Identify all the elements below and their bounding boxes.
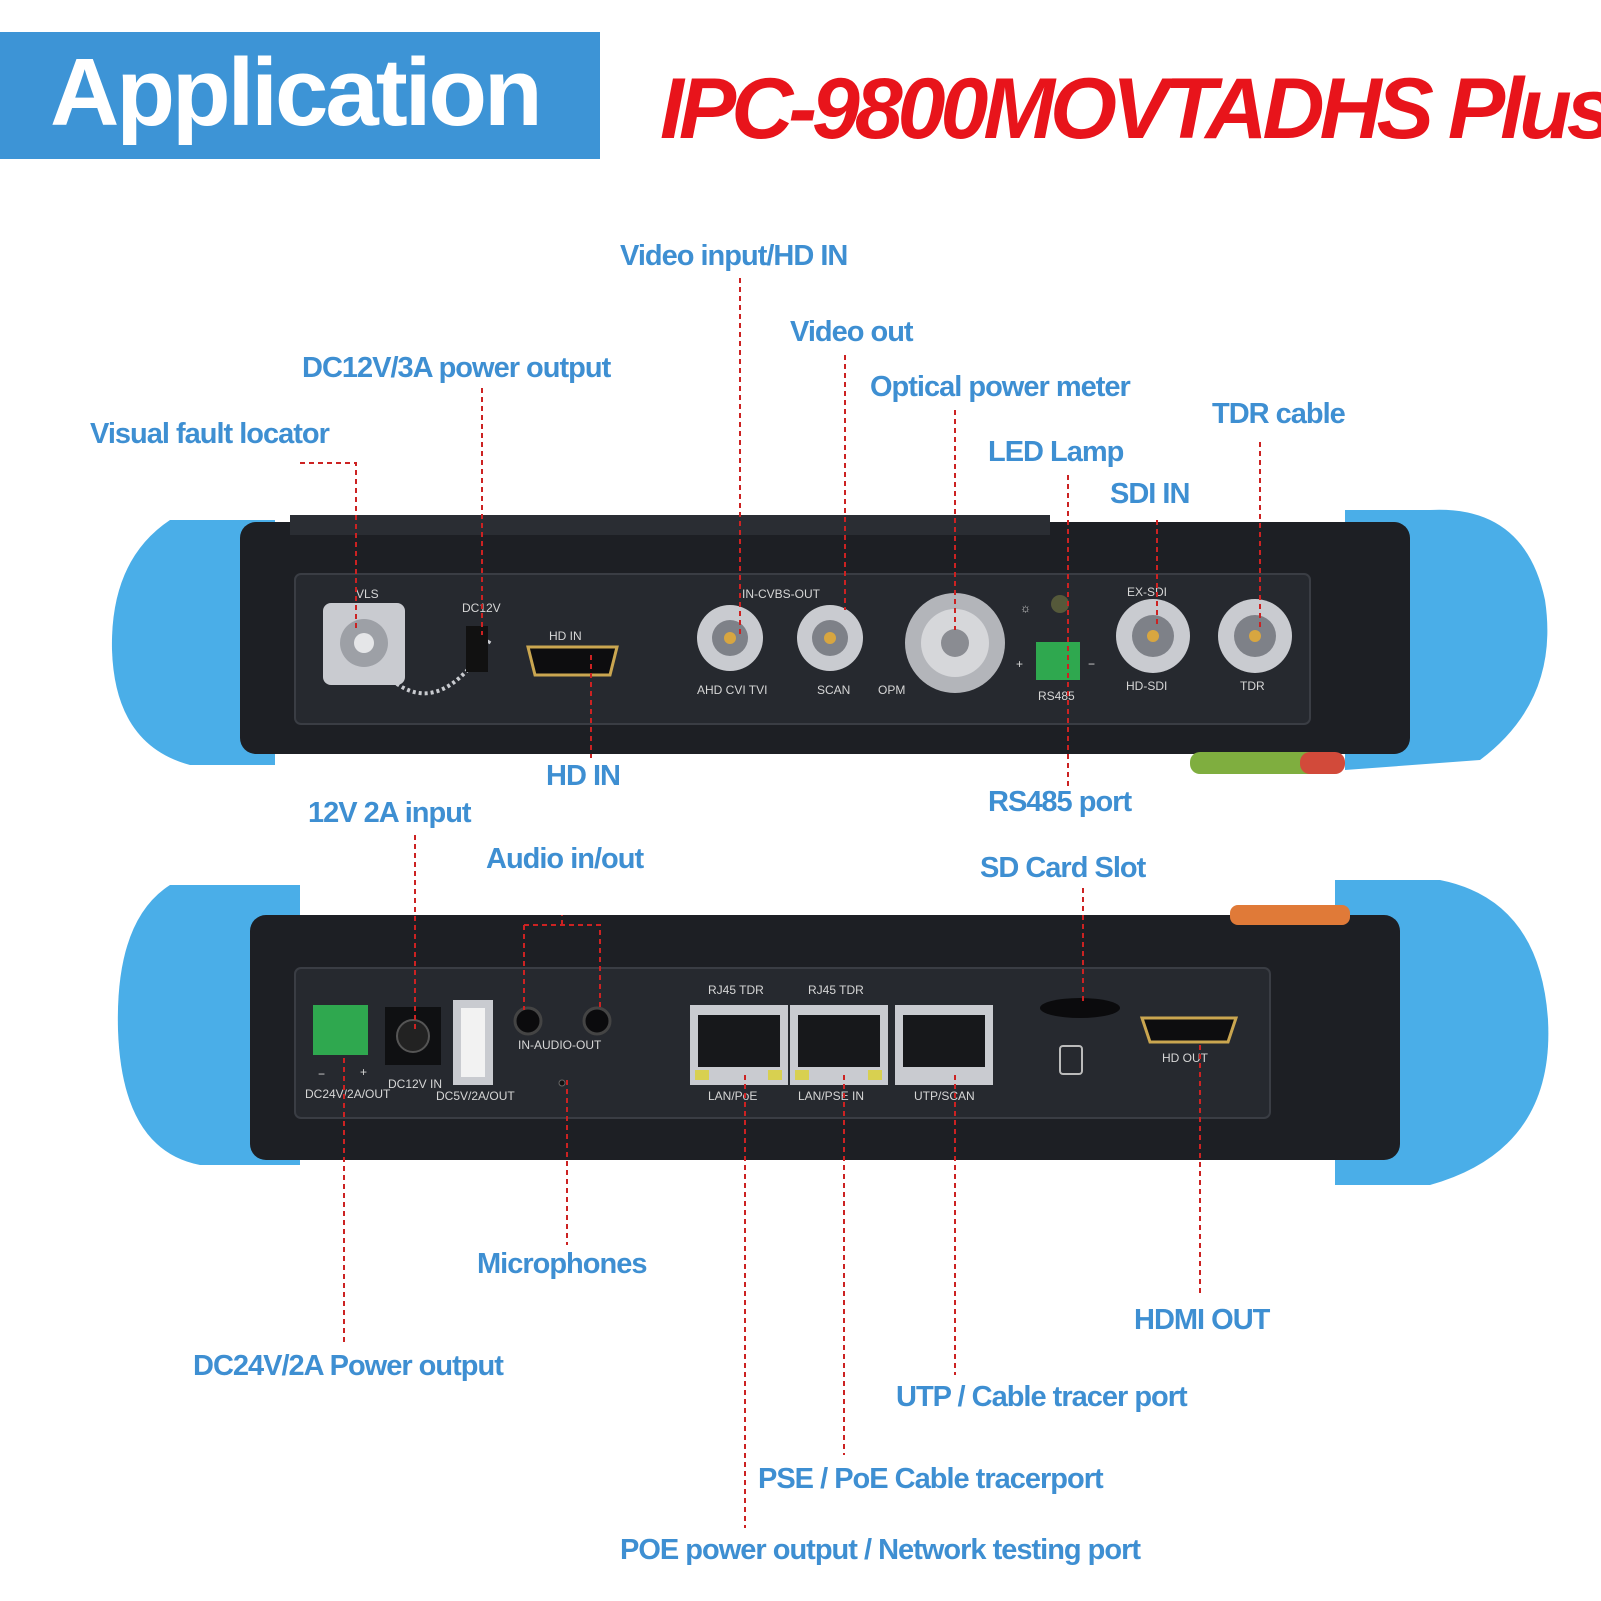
header-title: Application [50, 39, 543, 146]
print-plus: + [1016, 657, 1023, 671]
rj45-lan-poe-icon [690, 1005, 788, 1085]
rs485-terminal-icon [1036, 642, 1080, 680]
label-optical-power: Optical power meter [870, 371, 1131, 403]
label-dc12-output: DC12V/3A power output [302, 352, 611, 384]
print-vls: VLS [356, 587, 379, 601]
label-microphones: Microphones [477, 1248, 647, 1280]
label-12v-input: 12V 2A input [308, 797, 472, 829]
label-poe-network: POE power output / Network testing port [620, 1534, 1141, 1566]
tdr-port-icon [1218, 599, 1292, 673]
microphone-icon [558, 1079, 566, 1087]
label-video-out: Video out [790, 316, 914, 348]
print-hdout: HD OUT [1162, 1051, 1209, 1065]
hd-in-port-icon [526, 645, 619, 677]
audio-in-jack-icon [513, 1006, 543, 1036]
print-lanpoe: LAN/PoE [708, 1089, 757, 1103]
print-plus-b: + [360, 1065, 367, 1079]
rj45-utp-scan-icon [895, 1005, 993, 1085]
hdmi-out-port-icon [1139, 1016, 1239, 1044]
label-led-lamp: LED Lamp [988, 436, 1124, 468]
sd-card-slot-icon [1040, 998, 1120, 1018]
print-minus-b: − [318, 1067, 325, 1081]
print-exsdi: EX-SDI [1127, 585, 1167, 599]
model-title: IPC-9800MOVTADHS Plus+ [660, 61, 1601, 157]
label-hdmi-out: HDMI OUT [1134, 1304, 1270, 1336]
print-dc5: DC5V/2A/OUT [436, 1089, 515, 1103]
label-dc24-output: DC24V/2A Power output [193, 1350, 504, 1382]
opm-port-icon [905, 593, 1005, 693]
label-visual-fault: Visual fault locator [90, 418, 330, 450]
label-sd-card: SD Card Slot [980, 852, 1146, 884]
bnc-cvbs-out-icon [797, 605, 863, 671]
print-audio: IN-AUDIO-OUT [518, 1038, 602, 1052]
print-rj45-1: RJ45 TDR [708, 983, 764, 997]
header-banner [0, 32, 600, 159]
led-lamp-icon [1051, 595, 1069, 613]
sdi-port-icon [1116, 599, 1190, 673]
audio-out-jack-icon [582, 1006, 612, 1036]
label-video-input: Video input/HD IN [620, 240, 848, 272]
print-minus: − [1088, 657, 1095, 671]
bnc-cvbs-in-icon [697, 605, 763, 671]
print-dc24: DC24V/2A/OUT [305, 1087, 391, 1101]
label-tdr-cable: TDR cable [1212, 398, 1346, 430]
label-hd-in: HD IN [546, 760, 621, 792]
leader-lines [300, 278, 1261, 1528]
print-hdsdi: HD-SDI [1126, 679, 1167, 693]
bottom-device: − + DC24V/2A/OUT DC12V IN DC5V/2A/OUT IN… [117, 880, 1549, 1185]
top-left-bumper [111, 520, 275, 765]
print-scan: SCAN [817, 683, 850, 697]
sd-card-icon [1059, 1045, 1083, 1075]
print-rj45-2: RJ45 TDR [808, 983, 864, 997]
print-cvbs: IN-CVBS-OUT [742, 587, 821, 601]
label-utp-tracer: UTP / Cable tracer port [896, 1381, 1188, 1413]
print-opm: OPM [878, 683, 905, 697]
label-sdi-in: SDI IN [1110, 478, 1190, 510]
rj45-lan-pse-icon [790, 1005, 888, 1085]
print-dc12in: DC12V IN [388, 1077, 442, 1091]
print-tdr: TDR [1240, 679, 1265, 693]
top-device: ☼ VLS DC12V HD IN IN-CVBS-OUT AHD CVI TV… [111, 509, 1548, 774]
print-lanpse: LAN/PSE IN [798, 1089, 864, 1103]
print-hd-in: HD IN [549, 629, 582, 643]
label-rs485: RS485 port [988, 786, 1132, 818]
dc24-terminal-icon [313, 1005, 368, 1055]
print-utpscan: UTP/SCAN [914, 1089, 975, 1103]
svg-text:☼: ☼ [1020, 601, 1031, 615]
print-rs485: RS485 [1038, 689, 1075, 703]
label-pse-poe: PSE / PoE Cable tracerport [758, 1463, 1104, 1495]
print-ahd: AHD CVI TVI [697, 683, 767, 697]
label-audio: Audio in/out [486, 843, 644, 875]
